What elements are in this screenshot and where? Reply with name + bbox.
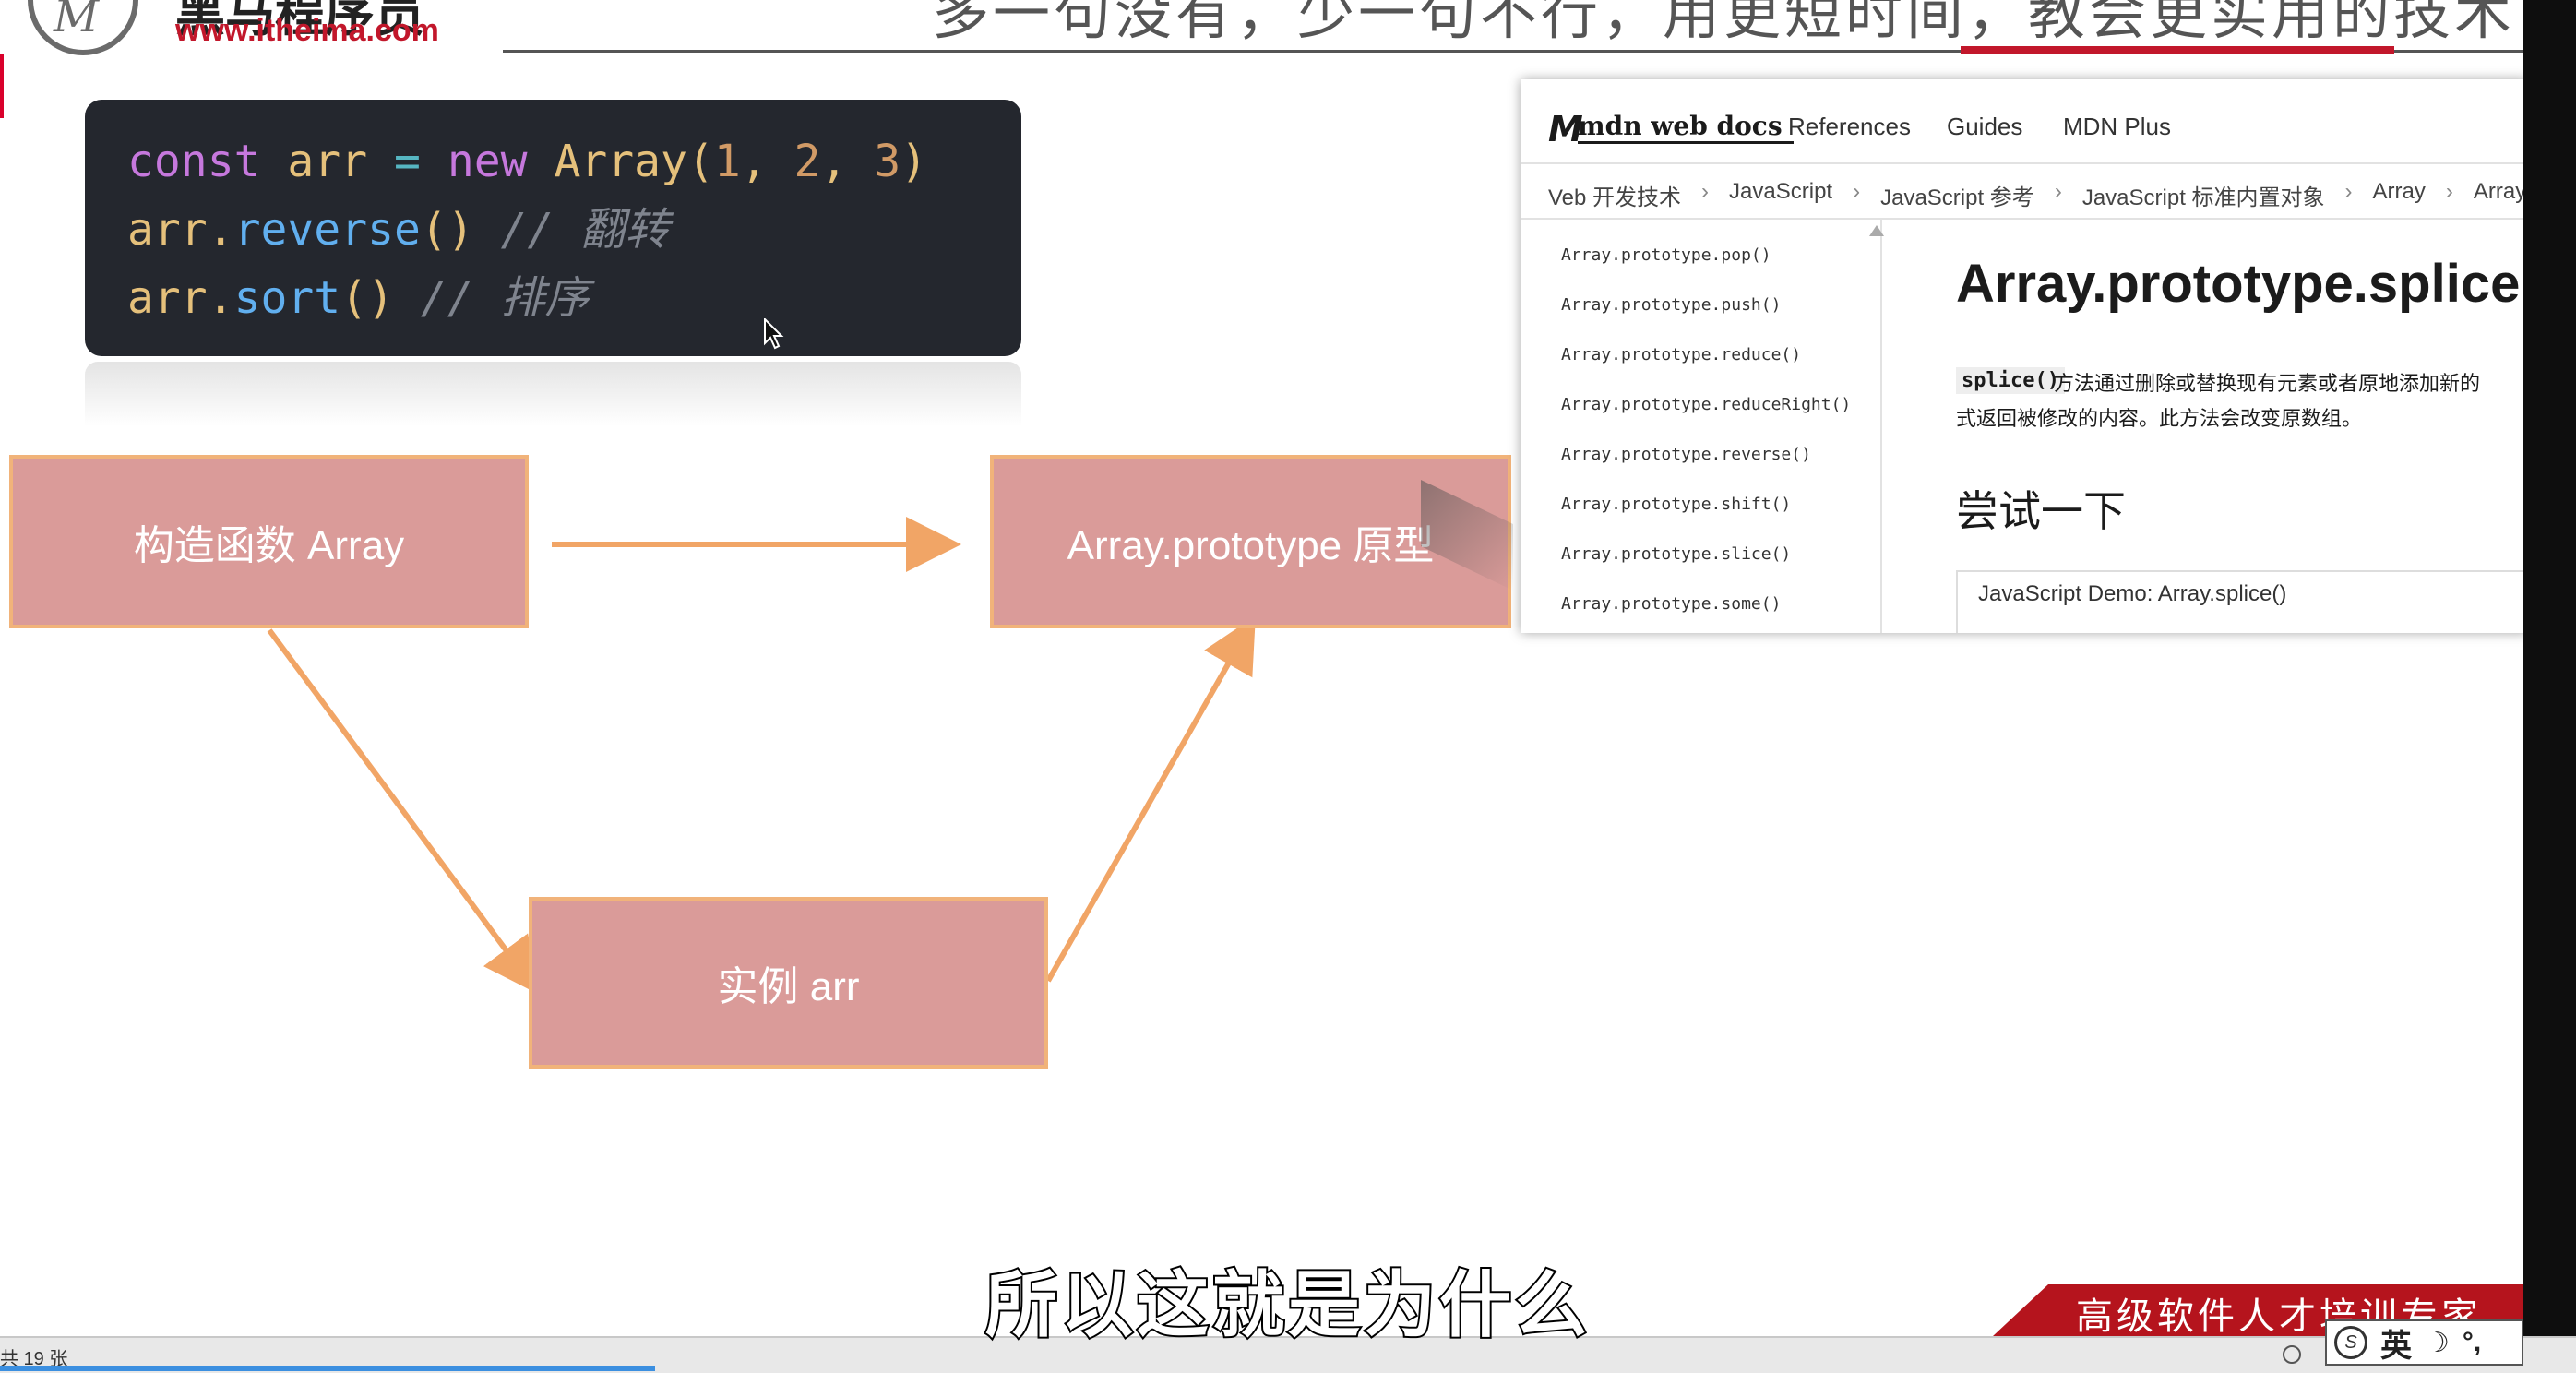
nav-guides[interactable]: Guides	[1947, 113, 2023, 140]
code-reflection	[85, 362, 1021, 426]
code-token: reverse	[233, 204, 421, 256]
brand-url: www.itheima.com	[175, 13, 439, 48]
code-token: .	[207, 272, 234, 324]
breadcrumb: Veb 开发技术 › JavaScript › JavaScript 参考 › Jav…	[1548, 179, 2528, 211]
code-token: arr	[127, 272, 208, 324]
code-line-2: arr.reverse() // 翻转	[127, 196, 979, 264]
arrow-constructor-to-instance	[267, 628, 539, 995]
brand-name: 黑马程序员	[175, 0, 424, 42]
sidebar-item-reverse[interactable]: Array.prototype.reverse()	[1561, 445, 1811, 464]
code-token: .	[207, 204, 234, 256]
breadcrumb-item[interactable]: JavaScript 标准内置对象	[2081, 185, 2325, 210]
code-comment: // 翻转	[500, 204, 670, 256]
scroll-up-icon[interactable]	[1869, 225, 1884, 236]
right-edge-bar	[2523, 0, 2576, 1371]
video-subtitle: 所以这就是为什么	[984, 1262, 1591, 1347]
code-token: ,	[820, 136, 875, 187]
instance-label: 实例 arr	[717, 964, 860, 1009]
breadcrumb-item[interactable]: Veb 开发技术	[1548, 185, 1682, 210]
code-line-3: arr.sort() // 排序	[127, 264, 979, 332]
nav-references[interactable]: References	[1788, 113, 1911, 140]
breadcrumb-item[interactable]: Array	[2372, 179, 2426, 204]
code-token: arr	[287, 136, 368, 187]
prototype-label: Array.prototype 原型	[1067, 523, 1435, 568]
punctuation-toggle[interactable]: °,	[2462, 1327, 2482, 1357]
mdn-logo-text[interactable]: mdn web docs	[1578, 111, 1794, 144]
demo-box[interactable]	[1956, 570, 2528, 633]
sidebar-item-reduceright[interactable]: Array.prototype.reduceRight()	[1561, 395, 1852, 414]
description-line-1: 方法通过删除或替换现有元素或者原地添加新的	[2054, 372, 2481, 395]
sidebar-item-pop[interactable]: Array.prototype.pop()	[1561, 245, 1771, 265]
ime-language-toggle[interactable]: 英	[2380, 1328, 2412, 1364]
code-token: =	[394, 136, 421, 187]
chevron-right-icon: ›	[1853, 179, 1861, 204]
sidebar-item-reduce[interactable]: Array.prototype.reduce()	[1561, 345, 1802, 364]
code-token: 2	[793, 136, 821, 187]
left-accent-mark	[0, 54, 4, 118]
slogan: 多一句没有，少一句不行，用更短时间，教会更实用的技术！	[932, 0, 2576, 47]
sidebar-item-some[interactable]: Array.prototype.some()	[1561, 594, 1782, 614]
chevron-right-icon: ›	[1701, 179, 1710, 204]
arrow-instance-to-prototype	[1045, 615, 1256, 983]
code-token: ,	[740, 136, 794, 187]
breadcrumb-item[interactable]: JavaScript 参考	[1880, 185, 2034, 210]
code-token: arr	[127, 204, 208, 256]
ime-logo-icon[interactable]: S	[2334, 1326, 2367, 1359]
code-comment: // 排序	[420, 272, 590, 324]
sidebar-divider	[1880, 220, 1882, 633]
code-token: new	[447, 136, 528, 187]
code-token: sort	[233, 272, 341, 324]
header-accent	[1961, 46, 2394, 54]
code-token: )	[900, 136, 928, 187]
mdn-header-divider	[1521, 162, 2528, 164]
code-token: ()	[420, 204, 474, 256]
page-title: Array.prototype.splice	[1956, 254, 2521, 314]
nav-mdn-plus[interactable]: MDN Plus	[2063, 113, 2172, 140]
chevron-right-icon: ›	[2344, 179, 2353, 204]
constructor-label: 构造函数 Array	[133, 523, 405, 568]
breadcrumb-item[interactable]: JavaScript	[1729, 179, 1833, 204]
sidebar-item-slice[interactable]: Array.prototype.slice()	[1561, 544, 1792, 564]
code-block: const arr = new Array(1, 2, 3) arr.rever…	[85, 100, 1021, 356]
sidebar-item-push[interactable]: Array.prototype.push()	[1561, 295, 1782, 315]
code-token: Array	[554, 136, 687, 187]
code-token: const	[127, 136, 261, 187]
try-it-heading: 尝试一下	[1956, 487, 2126, 535]
breadcrumb-divider	[1521, 218, 2528, 220]
progress-strip	[0, 1366, 655, 1371]
moon-icon[interactable]: ☽	[2425, 1327, 2450, 1358]
code-token: 3	[874, 136, 901, 187]
breadcrumb-item[interactable]: Array.pro	[2473, 179, 2528, 204]
demo-label: JavaScript Demo: Array.splice()	[1978, 581, 2287, 606]
description-line-2: 式返回被修改的内容。此方法会改变原数组。	[1956, 407, 2363, 430]
mdn-screenshot-panel: M mdn web docs References Guides MDN Plu…	[1521, 79, 2528, 633]
sidebar-item-shift[interactable]: Array.prototype.shift()	[1561, 495, 1792, 514]
mouse-cursor-icon	[764, 318, 784, 350]
inline-code: splice()	[1956, 367, 2065, 394]
logo-icon: M	[54, 0, 100, 42]
chevron-right-icon: ›	[2054, 179, 2062, 204]
mdn-logo-icon[interactable]: M	[1548, 109, 1583, 149]
chevron-right-icon: ›	[2445, 179, 2453, 204]
code-line-1: const arr = new Array(1, 2, 3)	[127, 127, 979, 196]
code-token: (	[686, 136, 714, 187]
constructor-node: 构造函数 Array	[9, 455, 529, 628]
mdn-sidebar: Array.prototype.pop() Array.prototype.pu…	[1521, 220, 1880, 633]
ime-toolbar[interactable]: S 英 ☽ °,	[2325, 1319, 2523, 1366]
header-divider	[503, 50, 2523, 53]
code-token: ()	[340, 272, 394, 324]
instance-node: 实例 arr	[529, 897, 1048, 1069]
slide-count: 共 19 张	[0, 1349, 68, 1369]
accessibility-icon[interactable]	[2283, 1345, 2301, 1364]
code-token: 1	[713, 136, 741, 187]
